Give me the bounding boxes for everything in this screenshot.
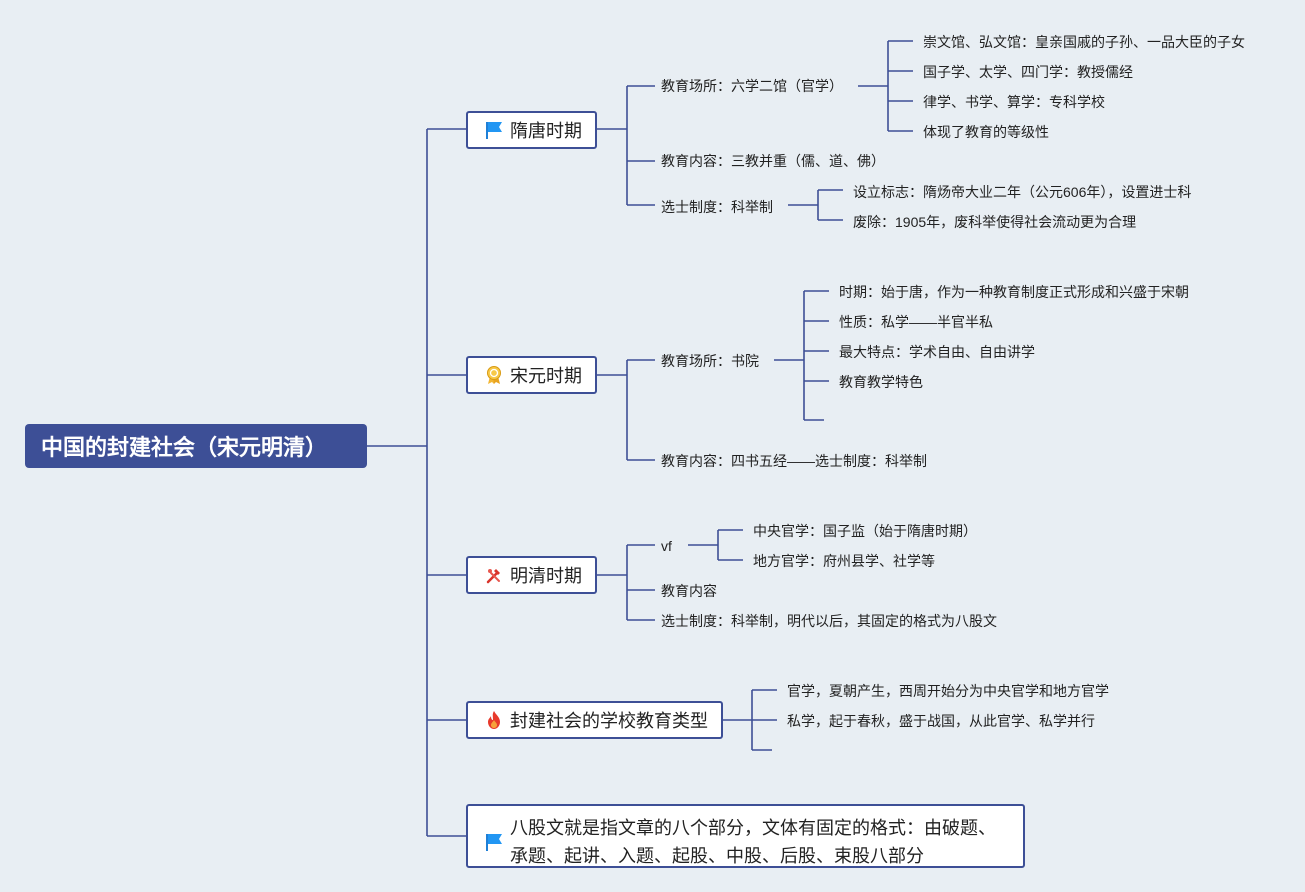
- root-topic-label: 中国的封建社会（宋元明清）: [41, 435, 328, 460]
- subtopic-item[interactable]: 废除：1905年，废科举使得社会流动更为合理: [853, 214, 1137, 230]
- topic-private-school[interactable]: 私学，起于春秋，盛于战国，从此官学、私学并行: [787, 713, 1095, 729]
- blue-flag-icon: [484, 832, 504, 852]
- topic-education-content[interactable]: 教育内容: [661, 583, 717, 599]
- tools-icon: [484, 565, 504, 585]
- subtopic-item[interactable]: 最大特点：学术自由、自由讲学: [839, 344, 1035, 360]
- subtopic-item[interactable]: 性质：私学——半官半私: [839, 314, 993, 330]
- branch-school-types[interactable]: 封建社会的学校教育类型: [466, 701, 723, 739]
- subtopic-item[interactable]: 教育教学特色: [839, 374, 923, 390]
- subtopic-item[interactable]: 崇文馆、弘文馆：皇亲国戚的子孙、一品大臣的子女: [923, 34, 1245, 50]
- branch-label: 明清时期: [510, 566, 582, 586]
- topic-education-content[interactable]: 教育内容：三教并重（儒、道、佛）: [661, 153, 885, 169]
- subtopic-item[interactable]: 地方官学：府州县学、社学等: [753, 553, 935, 569]
- subtopic-item[interactable]: 时期：始于唐，作为一种教育制度正式形成和兴盛于宋朝: [839, 284, 1189, 300]
- branch-label: 隋唐时期: [510, 121, 582, 141]
- subtopic-item[interactable]: 体现了教育的等级性: [923, 124, 1049, 140]
- subtopic-item[interactable]: 律学、书学、算学：专科学校: [923, 94, 1105, 110]
- fire-icon: [484, 710, 504, 730]
- subtopic-item[interactable]: 设立标志：隋炀帝大业二年（公元606年），设置进士科: [853, 184, 1192, 200]
- topic-official-school[interactable]: 官学，夏朝产生，西周开始分为中央官学和地方官学: [787, 683, 1109, 699]
- branch-ming-qing[interactable]: 明清时期: [466, 556, 597, 594]
- topic-vf[interactable]: vf: [661, 538, 672, 554]
- branch-label: 封建社会的学校教育类型: [510, 711, 708, 731]
- branch-label: 宋元时期: [510, 366, 582, 386]
- topic-selection-system[interactable]: 选士制度：科举制: [661, 199, 773, 215]
- topic-education-venue[interactable]: 教育场所：六学二馆（官学）: [661, 78, 843, 94]
- topic-education-venue[interactable]: 教育场所：书院: [661, 353, 759, 369]
- subtopic-item[interactable]: 中央官学：国子监（始于隋唐时期）: [753, 523, 977, 539]
- topic-selection-system[interactable]: 选士制度：科举制，明代以后，其固定的格式为八股文: [661, 613, 997, 629]
- branch-sui-tang[interactable]: 隋唐时期: [466, 111, 597, 149]
- branch-label: 八股文就是指文章的八个部分，文体有固定的格式：由破题、承题、起讲、入题、起股、中…: [510, 818, 996, 866]
- topic-education-content[interactable]: 教育内容：四书五经——选士制度：科举制: [661, 453, 927, 469]
- blue-flag-icon: [484, 120, 504, 140]
- branch-eight-legged-essay-note[interactable]: 八股文就是指文章的八个部分，文体有固定的格式：由破题、承题、起讲、入题、起股、中…: [466, 804, 1025, 868]
- root-topic[interactable]: 中国的封建社会（宋元明清）: [25, 424, 367, 468]
- subtopic-item[interactable]: 国子学、太学、四门学：教授儒经: [923, 64, 1133, 80]
- branch-song-yuan[interactable]: 宋元时期: [466, 356, 597, 394]
- award-ribbon-icon: [484, 365, 504, 385]
